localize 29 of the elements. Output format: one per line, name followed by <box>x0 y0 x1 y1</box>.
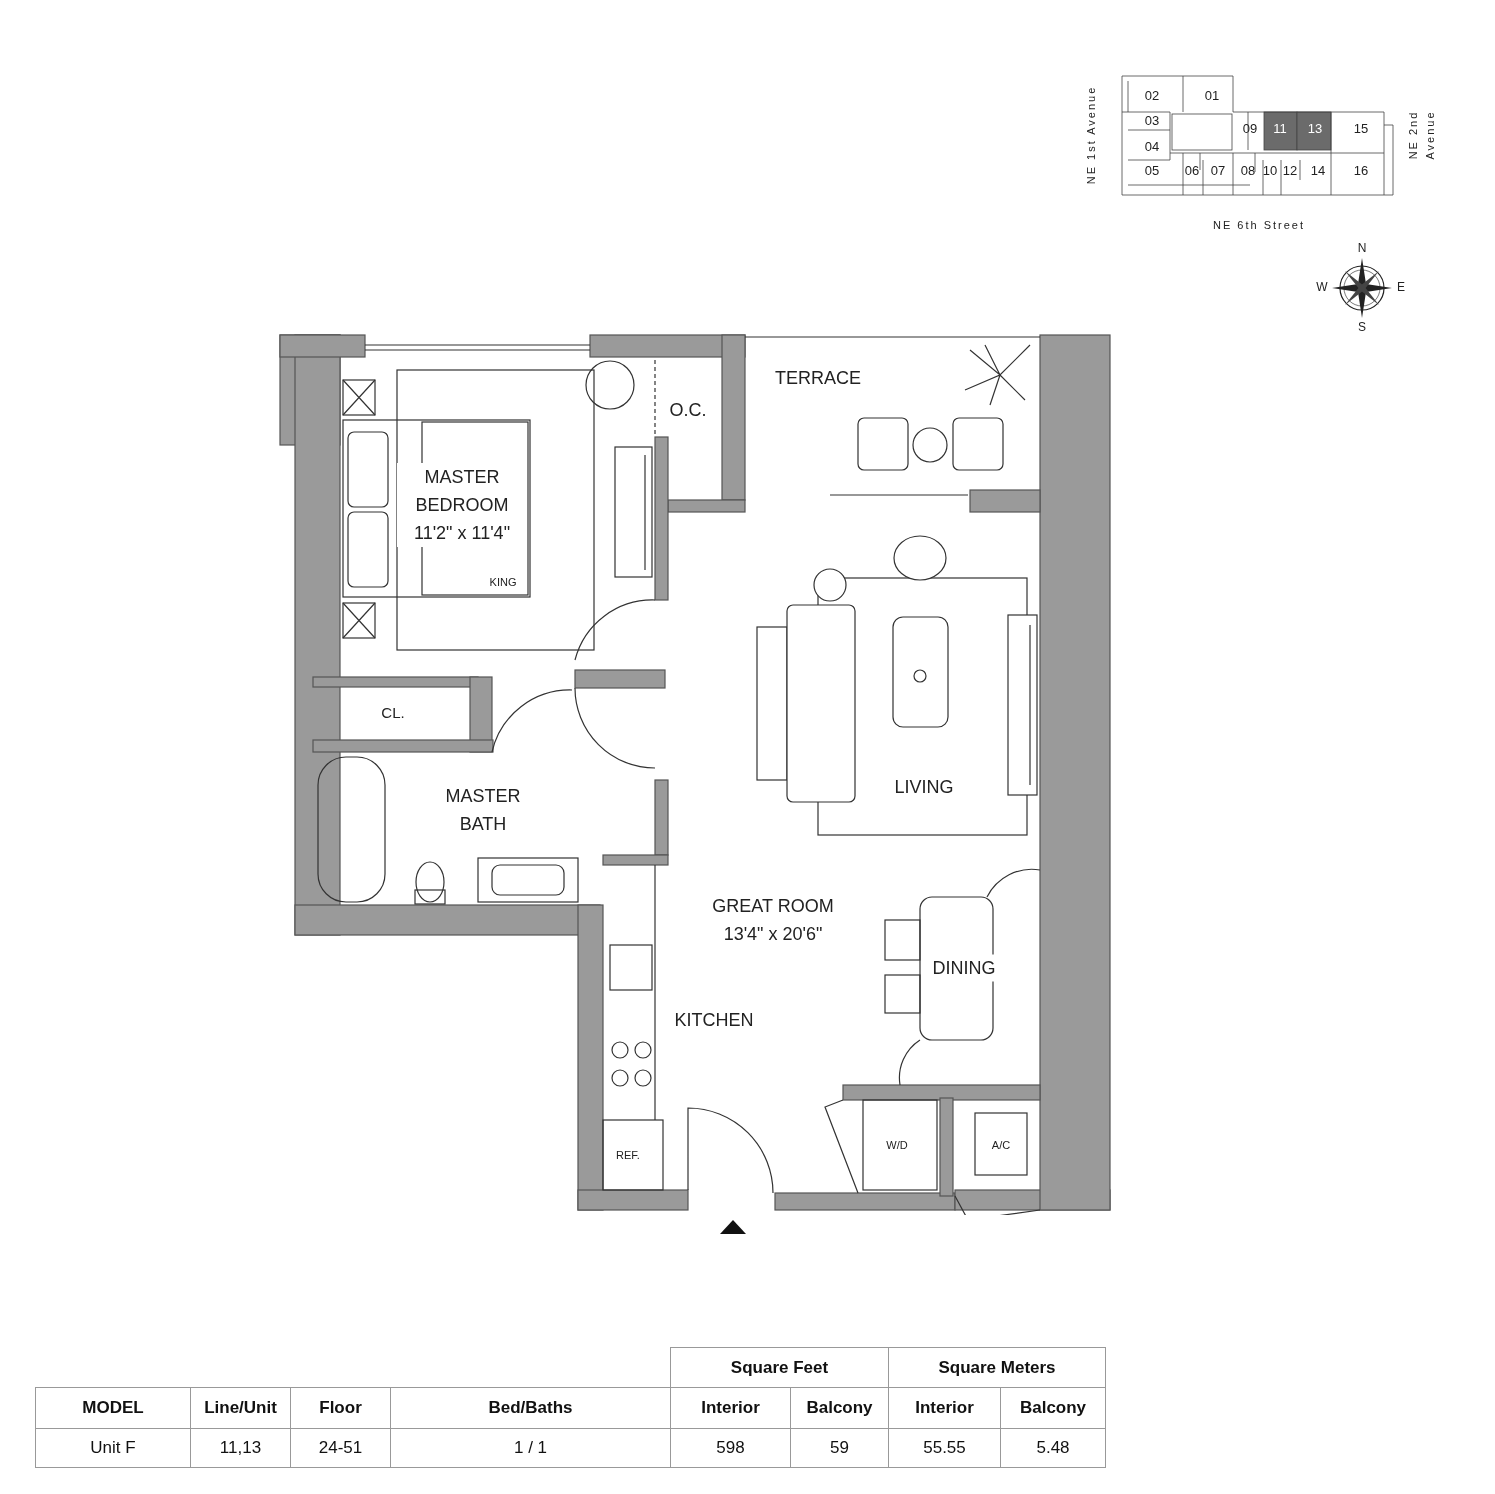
unit-number: 08 <box>1240 162 1256 181</box>
unit-number: 11 <box>1273 120 1287 139</box>
unit-number: 06 <box>1184 162 1200 181</box>
table-header: Square Feet <box>670 1347 889 1388</box>
table-header: MODEL <box>35 1387 191 1429</box>
unit-number: 04 <box>1144 138 1160 157</box>
compass-letter: S <box>1358 319 1366 336</box>
unit-number: 15 <box>1353 120 1369 139</box>
unit-number: 10 <box>1262 162 1278 181</box>
table-header: Square Meters <box>888 1347 1106 1388</box>
compass-letter: E <box>1397 279 1405 296</box>
unit-number: 05 <box>1144 162 1160 181</box>
unit-number: 12 <box>1282 162 1298 181</box>
unit-number: 07 <box>1210 162 1226 181</box>
unit-number: 16 <box>1353 162 1369 181</box>
unit-number: 14 <box>1310 162 1326 181</box>
compass-letter: N <box>1357 240 1367 257</box>
unit-number: 13 <box>1307 120 1323 139</box>
unit-number: 09 <box>1242 120 1258 139</box>
unit-number: 01 <box>1204 87 1220 106</box>
unit-number: 02 <box>1144 87 1160 106</box>
street-label: NE 2nd Avenue <box>1405 109 1436 162</box>
street-label: NE 1st Avenue <box>1083 85 1098 185</box>
room-label: DINING <box>932 954 996 982</box>
unit-number: 03 <box>1144 112 1160 131</box>
street-label: NE 6th Street <box>1213 217 1305 233</box>
compass-letter: W <box>1316 279 1328 296</box>
table-cell: 5.48 <box>1000 1428 1106 1468</box>
table-cell: Unit F <box>35 1428 191 1468</box>
